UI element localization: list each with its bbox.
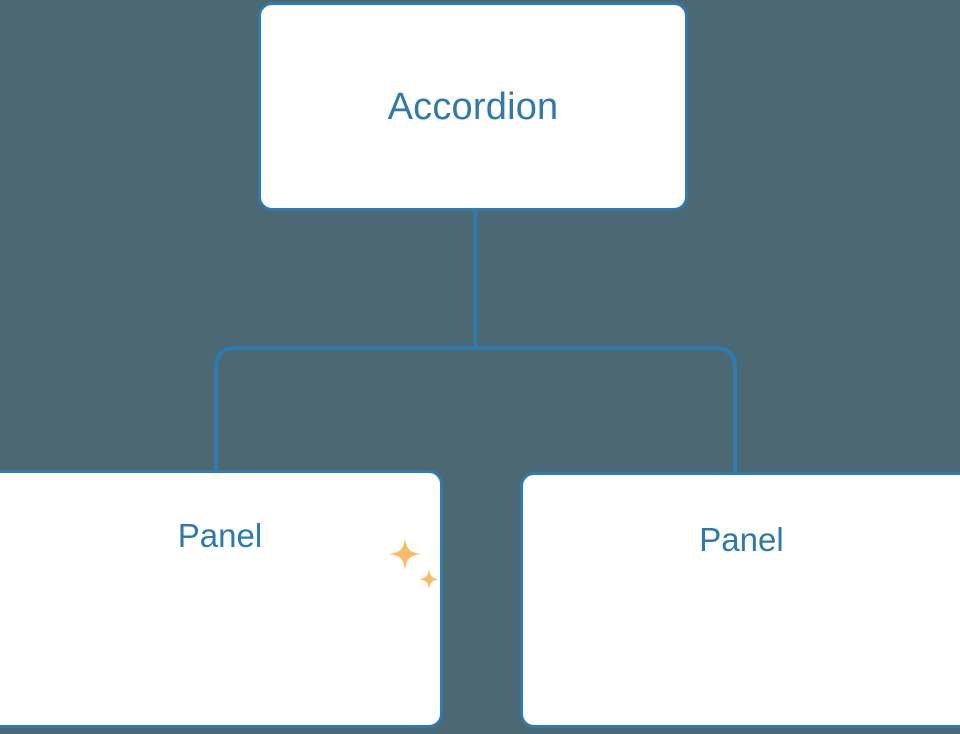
node-accordion-title: Accordion [387, 85, 559, 128]
node-panel-active[interactable]: Panel [0, 470, 443, 728]
node-panel-active-title: Panel [177, 517, 263, 554]
node-panel-inactive[interactable]: Panel [520, 472, 960, 728]
node-accordion[interactable]: Accordion [258, 2, 688, 211]
connector-branch-bus [214, 346, 737, 476]
node-panel-inactive-title: Panel [699, 521, 784, 558]
